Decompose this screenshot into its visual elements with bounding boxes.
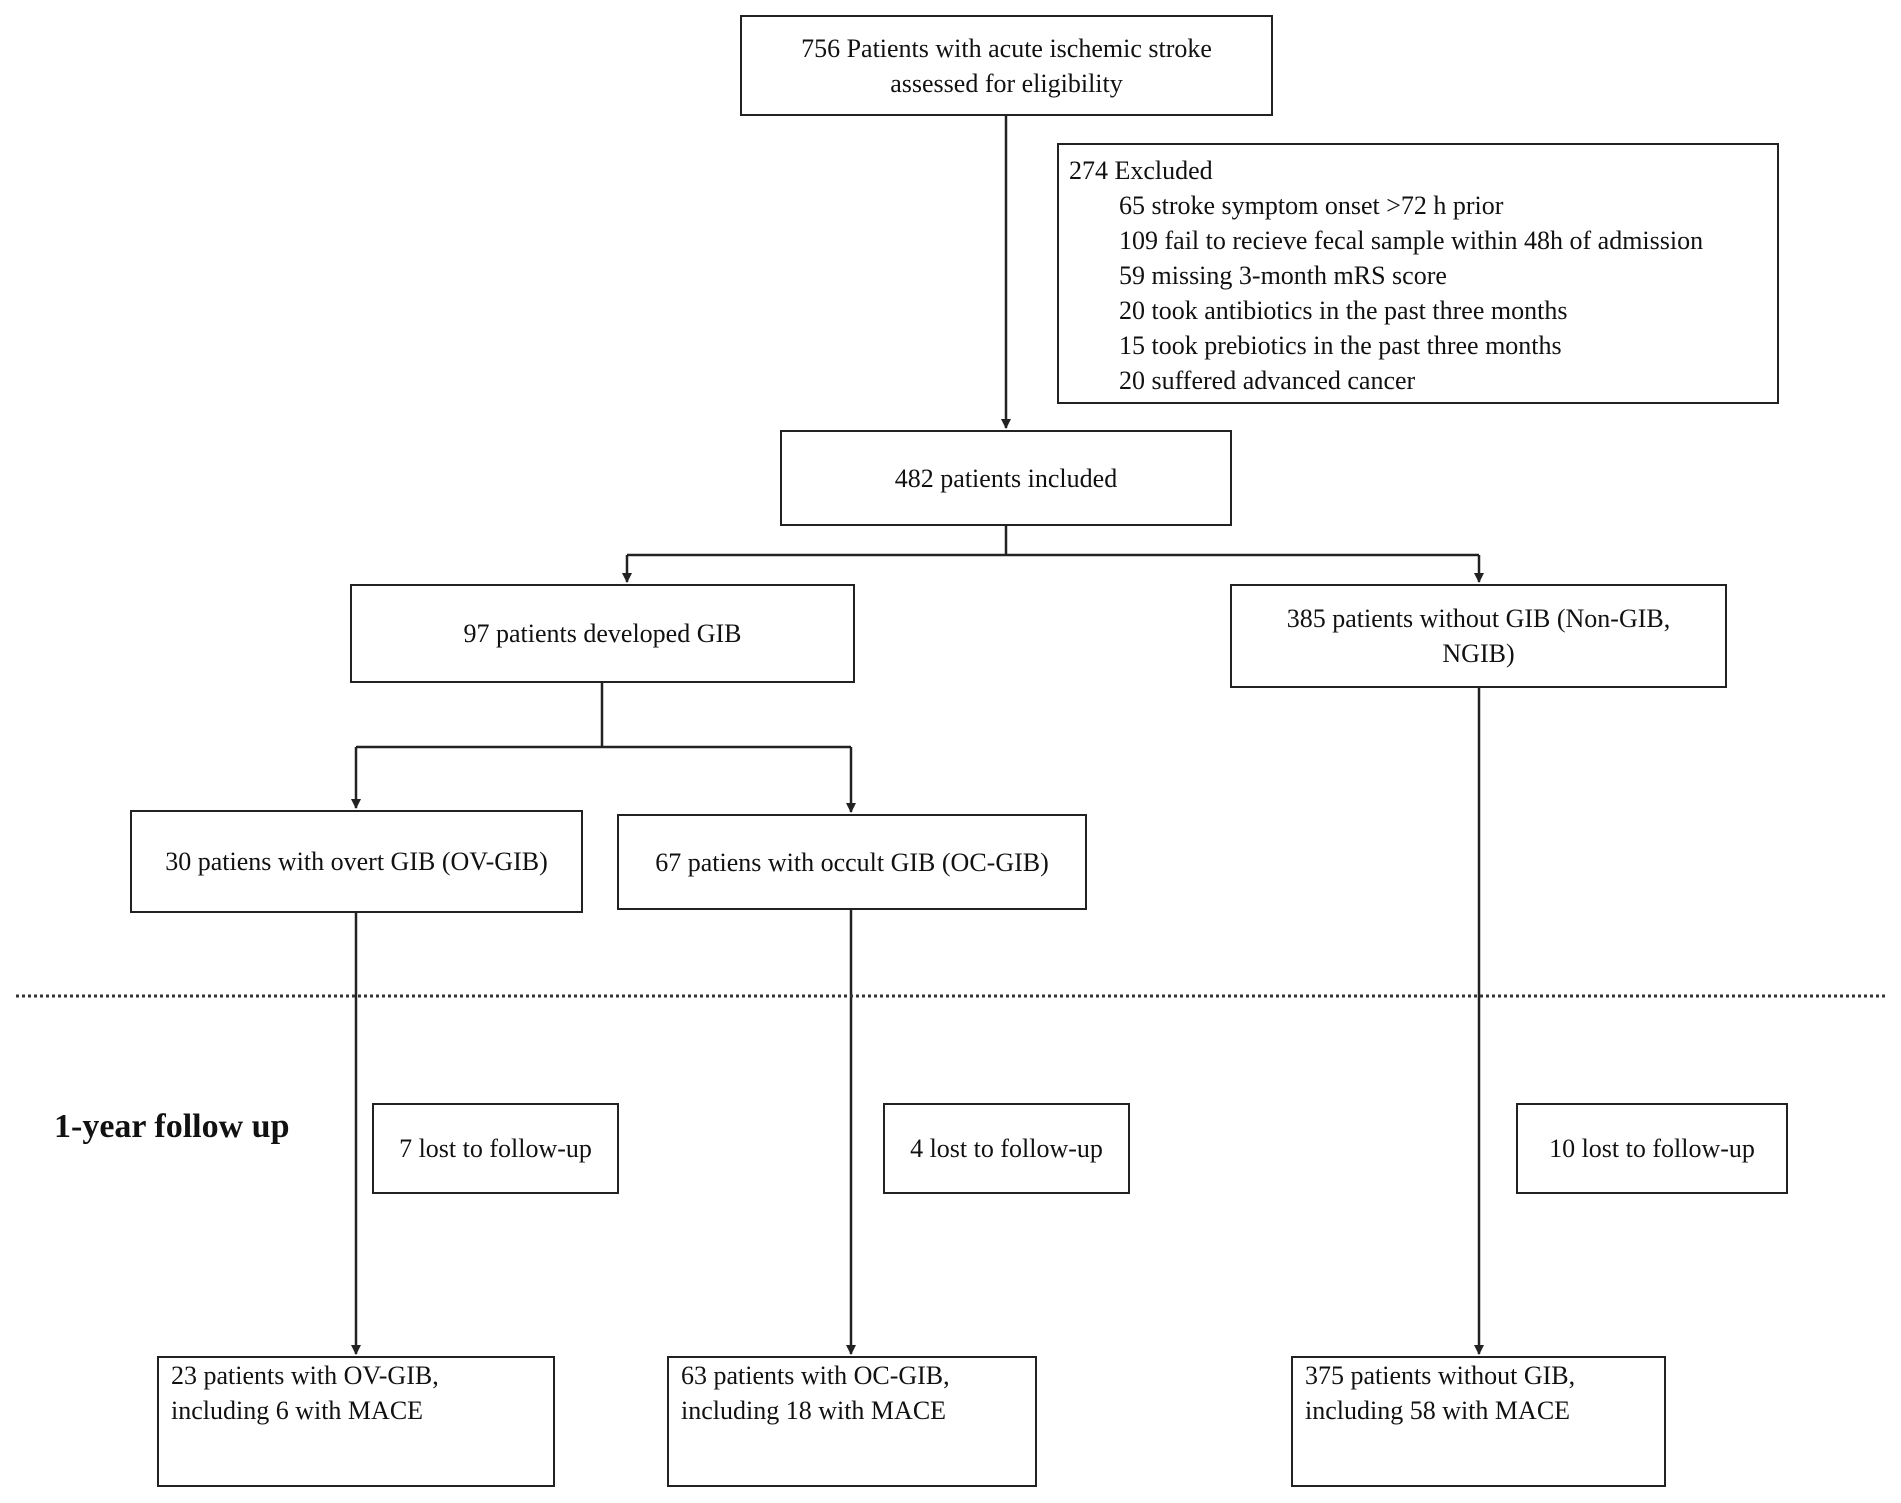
final-oc-line1: 63 patients with OC-GIB, [681, 1361, 950, 1390]
final-ngib-line1: 375 patients without GIB, [1305, 1361, 1576, 1390]
excluded-item: 109 fail to recieve fecal sample within … [1119, 226, 1704, 255]
excluded-item: 20 suffered advanced cancer [1119, 366, 1416, 395]
gib-text: 97 patients developed GIB [463, 619, 742, 648]
excluded-item: 15 took prebiotics in the past three mon… [1119, 331, 1562, 360]
final-ov-line1: 23 patients with OV-GIB, [171, 1361, 439, 1390]
excluded-item: 65 stroke symptom onset >72 h prior [1119, 191, 1504, 220]
excluded-title: 274 Excluded [1069, 156, 1213, 185]
ovgib-box: 30 patiens with overt GIB (OV-GIB) [130, 810, 583, 913]
ngib-line2: NGIB) [1442, 639, 1515, 668]
final-oc-line2: including 18 with MACE [681, 1396, 947, 1425]
final-ov-line2: including 6 with MACE [171, 1396, 424, 1425]
ngib-box: 385 patients without GIB (Non-GIB, NGIB) [1230, 584, 1727, 688]
lost-ov-text: 7 lost to follow-up [399, 1134, 592, 1163]
followup-label: 1-year follow up [54, 1108, 290, 1145]
included-box: 482 patients included [780, 430, 1232, 526]
final-box-ngib: 375 patients without GIB, including 58 w… [1291, 1356, 1666, 1487]
lost-oc-text: 4 lost to follow-up [910, 1134, 1103, 1163]
final-box-oc: 63 patients with OC-GIB, including 18 wi… [667, 1356, 1037, 1487]
lost-box-oc: 4 lost to follow-up [883, 1103, 1130, 1194]
lost-box-ngib: 10 lost to follow-up [1516, 1103, 1788, 1194]
ocgib-text: 67 patiens with occult GIB (OC-GIB) [655, 847, 1049, 877]
final-box-ov: 23 patients with OV-GIB, including 6 wit… [157, 1356, 555, 1487]
included-text: 482 patients included [894, 463, 1118, 493]
screening-box: 756 Patients with acute ischemic stroke … [740, 15, 1273, 116]
gib-box: 97 patients developed GIB [350, 584, 855, 683]
excluded-item: 59 missing 3-month mRS score [1119, 261, 1447, 290]
ovgib-text: 30 patiens with overt GIB (OV-GIB) [165, 847, 548, 876]
screening-line1: 756 Patients with acute ischemic stroke [801, 33, 1212, 63]
final-ngib-line2: including 58 with MACE [1305, 1396, 1571, 1425]
screening-line2: assessed for eligibility [890, 68, 1123, 98]
excluded-box: 274 Excluded 65 stroke symptom onset >72… [1057, 143, 1779, 404]
ngib-line1: 385 patients without GIB (Non-GIB, [1286, 604, 1671, 633]
lost-ngib-text: 10 lost to follow-up [1549, 1134, 1755, 1163]
excluded-item: 20 took antibiotics in the past three mo… [1119, 296, 1568, 325]
ocgib-box: 67 patiens with occult GIB (OC-GIB) [617, 814, 1087, 910]
lost-box-ov: 7 lost to follow-up [372, 1103, 619, 1194]
